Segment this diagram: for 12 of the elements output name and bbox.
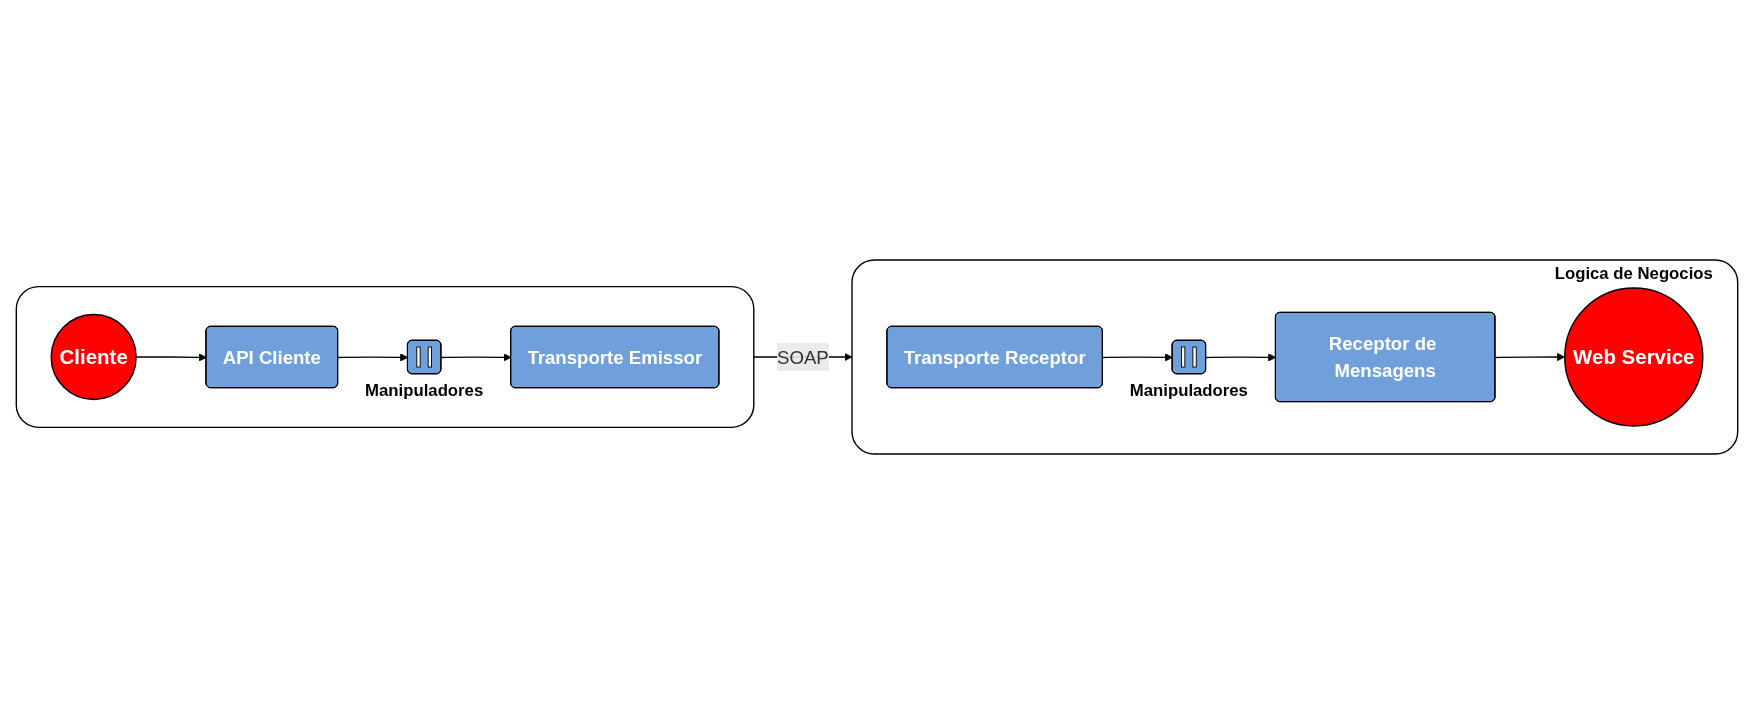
arrow [440,353,512,362]
edge-label: SOAP [777,346,829,368]
cluster [851,259,1739,455]
arrow [337,353,409,362]
arrow [1102,353,1173,362]
node-circle: Cliente [50,313,137,401]
node-caption: Manipuladores [365,381,484,401]
node-caption: Manipuladores [1129,381,1248,401]
cluster [15,285,755,429]
arrow [1205,353,1277,362]
node-heading: Logica de Negocios [1554,263,1713,283]
node-circle: Web Service [1564,287,1704,427]
